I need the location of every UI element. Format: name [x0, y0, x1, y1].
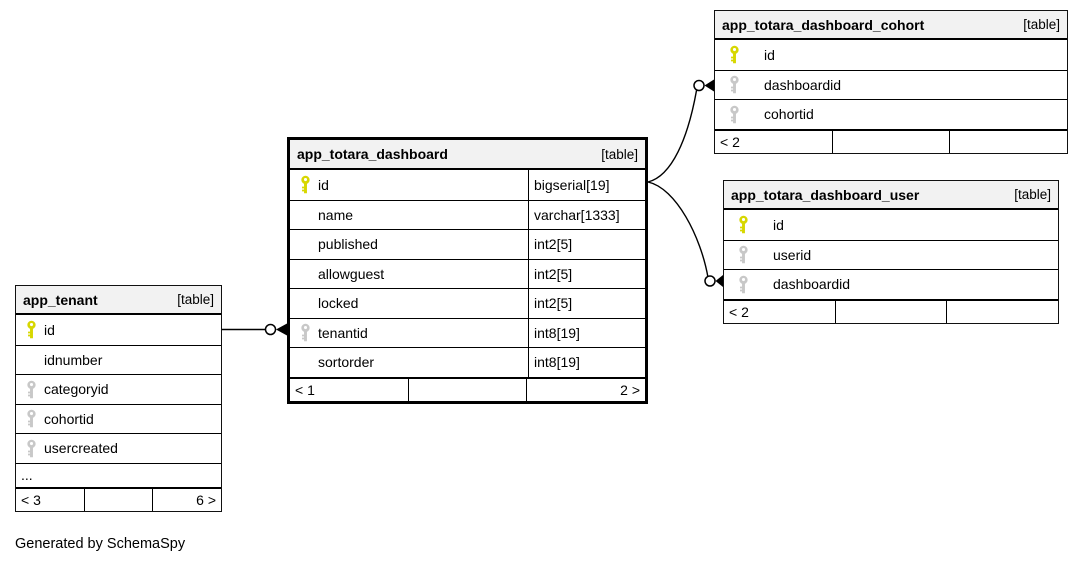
table-footer: < 1 2 >	[290, 376, 645, 401]
column-name: usercreated	[44, 440, 118, 457]
fk-arrowhead	[276, 323, 287, 336]
table-footer: < 3 6 >	[16, 486, 221, 511]
column-name: cohortid	[764, 106, 814, 123]
footer-children-count: < 1	[295, 381, 315, 398]
foreign-key-icon	[299, 323, 311, 342]
column-row-idnumber: idnumber	[16, 344, 221, 375]
column-name: sortorder	[318, 354, 375, 371]
column-row-allowguest: allowguest int2[5]	[290, 258, 645, 288]
footer-parents-count	[949, 130, 1067, 153]
column-row-id: id	[16, 315, 221, 345]
primary-key-icon	[728, 45, 740, 64]
column-row-id: id	[715, 40, 1067, 70]
column-row-categoryid: categoryid	[16, 374, 221, 404]
column-name: id	[773, 216, 784, 233]
column-row-published: published int2[5]	[290, 229, 645, 259]
fk-arrowhead	[715, 275, 723, 287]
column-name: locked	[318, 295, 359, 312]
table-title-link[interactable]: app_totara_dashboard_user	[731, 186, 920, 203]
column-row-cohortid: cohortid	[16, 403, 221, 434]
relationship-dashboard-user	[647, 181, 723, 287]
table-header: app_totara_dashboard_user [table]	[724, 181, 1058, 210]
column-name: name	[318, 206, 354, 223]
foreign-key-icon	[737, 245, 749, 264]
column-type: int2[5]	[528, 230, 645, 259]
foreign-key-icon	[25, 409, 37, 428]
table-app_totara_dashboard_user[interactable]: app_totara_dashboard_user [table] id use…	[723, 180, 1059, 324]
column-name: idnumber	[44, 351, 103, 368]
column-type: int2[5]	[528, 289, 645, 318]
column-name: dashboardid	[764, 76, 842, 93]
table-header: app_totara_dashboard_cohort [table]	[715, 11, 1067, 40]
table-title-link[interactable]: app_tenant	[23, 291, 98, 308]
table-app_totara_dashboard_cohort[interactable]: app_totara_dashboard_cohort [table] id d…	[714, 10, 1068, 154]
column-row-usercreated: usercreated	[16, 433, 221, 463]
footer-center	[831, 130, 950, 153]
column-type: bigserial[19]	[528, 170, 645, 200]
table-footer: < 2	[715, 128, 1067, 153]
foreign-key-icon	[25, 380, 37, 399]
column-type: int8[19]	[528, 348, 645, 377]
table-header: app_totara_dashboard [table]	[290, 140, 645, 170]
column-type: varchar[1333]	[528, 200, 645, 229]
footer-children-count: < 3	[21, 491, 41, 508]
footer-parents-count: 6 >	[152, 488, 221, 511]
footer-parents-count: 2 >	[526, 378, 645, 401]
foreign-key-icon	[737, 275, 749, 294]
column-type: int2[5]	[528, 259, 645, 288]
column-name: tenantid	[318, 324, 368, 341]
table-tag: [table]	[177, 292, 214, 307]
column-row-dashboardid: dashboardid	[715, 69, 1067, 100]
table-tag: [table]	[1014, 187, 1051, 202]
column-row-userid: userid	[724, 239, 1058, 270]
column-name: categoryid	[44, 381, 109, 398]
footer-parents-count	[946, 300, 1058, 323]
column-row-sortorder: sortorder int8[19]	[290, 347, 645, 377]
fk-arrowhead	[704, 79, 714, 92]
column-row-locked: locked int2[5]	[290, 288, 645, 318]
foreign-key-icon	[728, 105, 740, 124]
column-row-id: id	[724, 210, 1058, 240]
column-row-tenantid: tenantid int8[19]	[290, 317, 645, 347]
footer-children-count: < 2	[729, 303, 749, 320]
column-row-name: name varchar[1333]	[290, 199, 645, 229]
column-name: dashboardid	[773, 276, 851, 293]
footer-center	[834, 300, 947, 323]
column-type: int8[19]	[528, 318, 645, 347]
column-name: id	[44, 321, 55, 338]
zero-or-one-circle	[693, 79, 705, 92]
table-tag: [table]	[601, 146, 638, 162]
zero-or-one-circle	[264, 323, 277, 336]
table-title-link[interactable]: app_totara_dashboard	[297, 146, 448, 162]
footer-center	[83, 488, 153, 511]
footer-children-count: < 2	[720, 133, 740, 150]
primary-key-icon	[299, 175, 311, 194]
column-row-cohortid: cohortid	[715, 99, 1067, 129]
table-title-link[interactable]: app_totara_dashboard_cohort	[722, 16, 925, 33]
table-header: app_tenant [table]	[16, 286, 221, 315]
table-app_tenant[interactable]: app_tenant [table] id idnumber categoryi…	[15, 285, 222, 512]
zero-or-one-circle	[704, 275, 716, 287]
primary-key-icon	[25, 320, 37, 339]
foreign-key-icon	[728, 75, 740, 94]
column-name: id	[764, 46, 775, 63]
column-name: id	[318, 176, 329, 193]
column-name: cohortid	[44, 410, 94, 427]
generated-by-note: Generated by SchemaSpy	[15, 536, 186, 552]
footer-center	[407, 378, 527, 401]
column-name: userid	[773, 246, 812, 263]
columns-ellipsis: ...	[16, 462, 221, 487]
relationship-dashboard-cohort	[647, 79, 714, 183]
table-app_totara_dashboard[interactable]: app_totara_dashboard [table] id bigseria…	[287, 137, 648, 404]
table-tag: [table]	[1023, 17, 1060, 32]
relationship-tenant-dashboard	[221, 323, 287, 336]
column-row-dashboardid: dashboardid	[724, 269, 1058, 299]
column-name: published	[318, 236, 378, 253]
primary-key-icon	[737, 215, 749, 234]
foreign-key-icon	[25, 439, 37, 458]
column-name: allowguest	[318, 265, 385, 282]
column-row-id: id bigserial[19]	[290, 170, 645, 200]
table-footer: < 2	[724, 298, 1058, 323]
